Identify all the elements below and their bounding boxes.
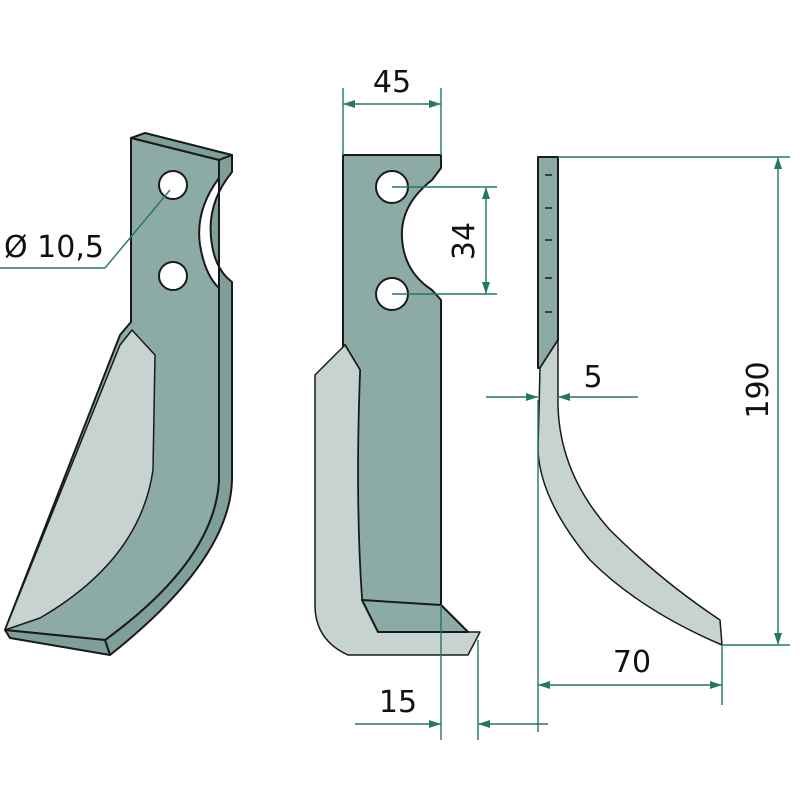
blade-side-view — [537, 156, 723, 646]
blade-perspective-view — [4, 132, 233, 656]
dimension-lines — [0, 88, 790, 740]
mounting-hole — [158, 261, 188, 291]
hole-diameter-label: Ø 10,5 — [4, 230, 104, 265]
thickness-label: 5 — [583, 360, 602, 395]
height-label: 190 — [741, 361, 776, 418]
bottom-lip-label: 15 — [379, 685, 417, 720]
offset-label: 70 — [613, 645, 651, 680]
mounting-hole — [158, 170, 188, 200]
hole-spacing-label: 34 — [447, 222, 482, 260]
width-label: 45 — [373, 65, 411, 100]
